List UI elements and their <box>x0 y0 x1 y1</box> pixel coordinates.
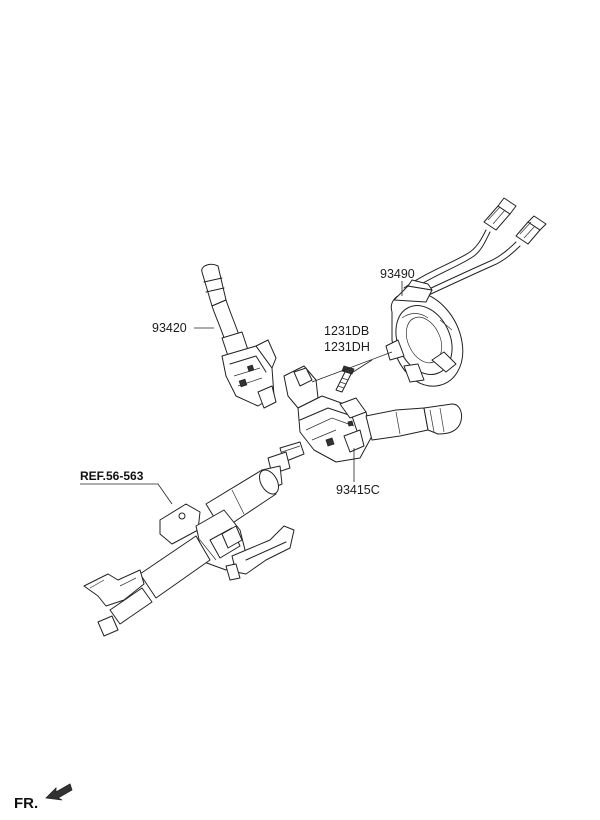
label-1231DB: 1231DB <box>324 324 369 338</box>
label-1231DH: 1231DH <box>324 340 370 354</box>
leader-assembly <box>311 351 393 383</box>
clock-spring-assembly <box>385 197 547 387</box>
steering-column <box>83 441 305 637</box>
front-direction-indicator: FR. <box>14 783 73 812</box>
bolt-1231 <box>335 365 355 393</box>
reference-label: REF.56-563 <box>80 469 144 483</box>
light-switch-93420 <box>201 263 277 409</box>
label-93415C: 93415C <box>336 483 380 497</box>
multifunction-switch-93415C <box>283 365 463 463</box>
label-93420: 93420 <box>152 321 187 335</box>
leader-ref <box>80 483 173 505</box>
label-93490: 93490 <box>380 267 415 281</box>
leader-lines <box>80 281 403 505</box>
fr-label: FR. <box>14 795 38 812</box>
connector-upper <box>483 197 517 231</box>
leader-1231 <box>349 359 373 375</box>
connector-lower <box>515 215 547 245</box>
front-arrow-icon <box>45 783 73 801</box>
